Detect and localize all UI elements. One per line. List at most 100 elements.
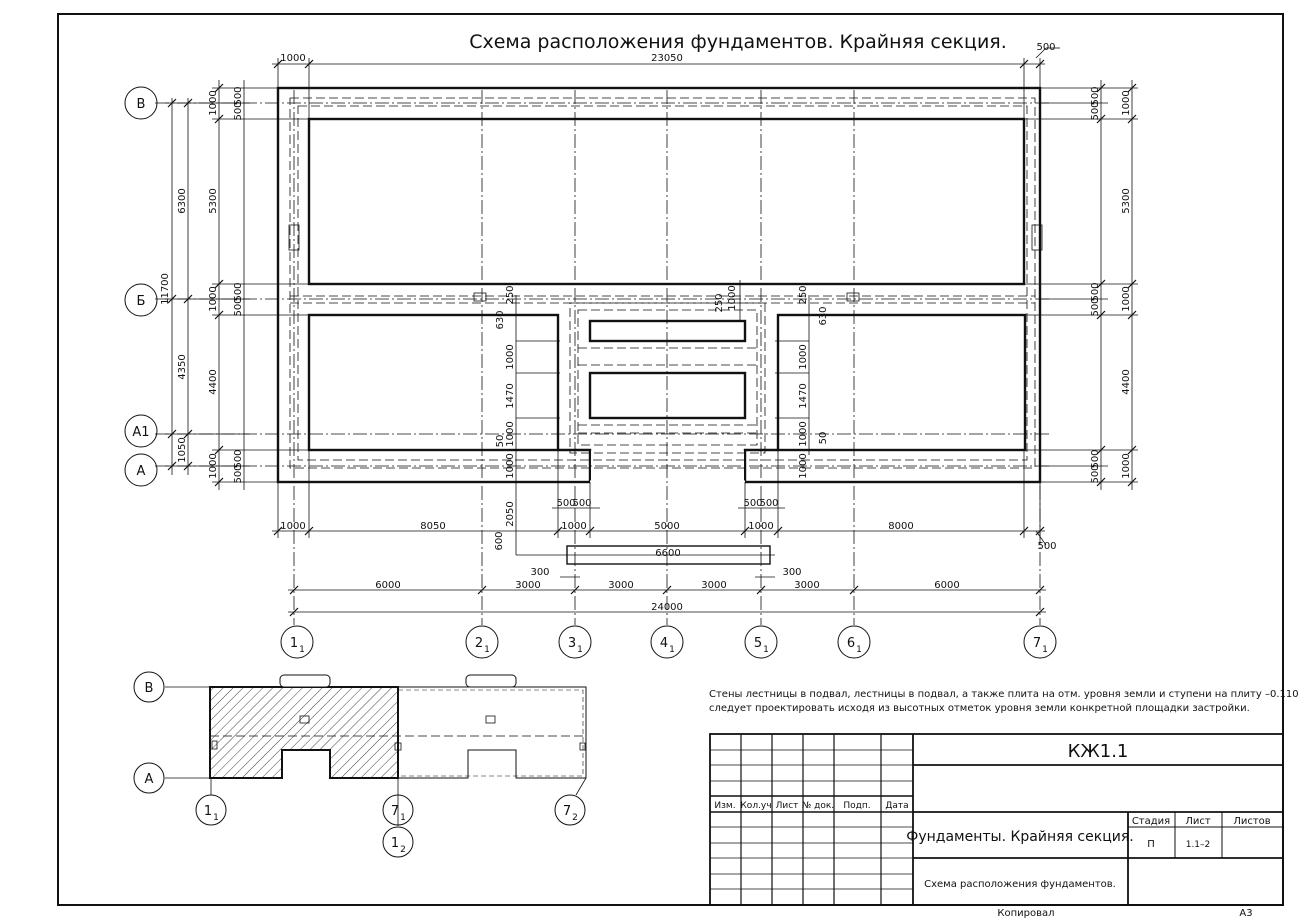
axis-label-b: Б — [137, 294, 146, 309]
key-plan: В А 1 1 7 1 1 2 7 2 — [133, 671, 587, 858]
upper-void — [307, 117, 1026, 286]
svg-text:1000: 1000 — [561, 521, 586, 532]
svg-text:300: 300 — [530, 567, 549, 578]
svg-text:8050: 8050 — [420, 521, 445, 532]
svg-text:1470: 1470 — [798, 383, 809, 408]
note-line-2: следует проектировать исходя из высотных… — [709, 703, 1250, 714]
svg-text:630: 630 — [495, 310, 506, 329]
stair-void-1 — [588, 319, 747, 343]
sheet-frame — [57, 13, 1284, 906]
tb-sheet-title: Схема расположения фундаментов. — [924, 879, 1116, 890]
svg-text:630: 630 — [818, 306, 829, 325]
other-section — [398, 686, 587, 779]
svg-text:8000: 8000 — [888, 521, 913, 532]
svg-text:1: 1 — [400, 813, 406, 823]
svg-text:1000: 1000 — [1121, 90, 1132, 115]
svg-text:4350: 4350 — [177, 354, 188, 379]
svg-text:1050: 1050 — [177, 437, 188, 462]
dimension-ticks — [167, 59, 1137, 617]
tb-stage-label: Стадия — [1132, 816, 1170, 827]
svg-text:1000: 1000 — [798, 453, 809, 478]
tb-sheet-value: 1.1–2 — [1186, 840, 1211, 850]
svg-text:500: 500 — [233, 282, 244, 301]
svg-text:1000: 1000 — [1121, 453, 1132, 478]
tb-header-doc: № док. — [802, 801, 834, 811]
axis-label-6: 6 — [847, 636, 855, 651]
svg-text:50: 50 — [818, 432, 829, 445]
axis-label-a1: А1 — [132, 425, 149, 440]
svg-text:500: 500 — [759, 498, 778, 509]
svg-text:6300: 6300 — [177, 188, 188, 213]
axis-label-a: А — [137, 464, 146, 479]
svg-text:500: 500 — [1090, 449, 1101, 468]
svg-text:500: 500 — [1090, 464, 1101, 483]
svg-text:1: 1 — [1042, 645, 1048, 655]
key-axis-1-1: 1 — [204, 804, 212, 819]
foundation-plan — [155, 86, 1050, 625]
tb-header-kol: Кол.уч — [740, 801, 771, 811]
svg-text:500: 500 — [233, 449, 244, 468]
svg-text:250: 250 — [505, 285, 516, 304]
column-axis-markers: 1 1 2 1 3 1 4 1 5 1 6 1 7 1 — [280, 625, 1057, 659]
highlighted-section — [209, 686, 399, 779]
svg-text:11700: 11700 — [160, 273, 171, 305]
svg-text:3000: 3000 — [515, 580, 540, 591]
svg-text:1000: 1000 — [505, 344, 516, 369]
svg-text:250: 250 — [714, 293, 725, 312]
row-axis-markers: В Б А1 А — [124, 86, 158, 487]
axis-label-1: 1 — [290, 636, 298, 651]
dimension-labels: 1000 23050 500 11700 6300 4350 1050 1000… — [160, 42, 1132, 613]
svg-text:1000: 1000 — [748, 521, 773, 532]
key-axis-a: А — [145, 772, 154, 787]
axis-label-3: 3 — [568, 636, 576, 651]
wall-dashed-inner — [297, 105, 1028, 461]
svg-text:500: 500 — [572, 498, 591, 509]
tb-stage-value: П — [1147, 839, 1155, 850]
svg-text:500: 500 — [1090, 297, 1101, 316]
svg-text:1000: 1000 — [727, 285, 738, 310]
svg-text:6000: 6000 — [934, 580, 959, 591]
axis-label-5: 5 — [754, 636, 762, 651]
notch-right — [743, 448, 778, 482]
svg-text:500: 500 — [1090, 86, 1101, 105]
footer-format: А3 — [1239, 908, 1252, 919]
svg-text:1: 1 — [299, 645, 305, 655]
svg-text:600: 600 — [494, 531, 505, 550]
svg-text:1000: 1000 — [208, 453, 219, 478]
svg-text:2: 2 — [572, 813, 578, 823]
svg-text:500: 500 — [233, 297, 244, 316]
svg-text:1000: 1000 — [280, 53, 305, 64]
svg-text:50: 50 — [495, 435, 506, 448]
svg-text:250: 250 — [798, 285, 809, 304]
note-line-1: Стены лестницы в подвал, лестницы в подв… — [709, 689, 1299, 700]
svg-text:1: 1 — [763, 645, 769, 655]
tb-header-izm: Изм. — [714, 801, 735, 811]
key-axis-7-1: 7 — [391, 804, 399, 819]
svg-text:500: 500 — [1090, 282, 1101, 301]
svg-text:1: 1 — [213, 813, 219, 823]
svg-text:6600: 6600 — [655, 548, 680, 559]
key-axis-7-2: 7 — [563, 804, 571, 819]
footer-copied: Копировал — [997, 908, 1054, 919]
svg-text:1000: 1000 — [798, 421, 809, 446]
tb-header-list: Лист — [776, 801, 799, 811]
svg-text:500: 500 — [233, 86, 244, 105]
svg-text:1: 1 — [856, 645, 862, 655]
tb-project-name: Фундаменты. Крайняя секция. — [906, 829, 1133, 845]
dimension-lines — [165, 47, 1138, 613]
svg-text:1000: 1000 — [505, 453, 516, 478]
lower-right-void — [776, 313, 1027, 452]
svg-text:500: 500 — [1036, 42, 1055, 53]
lower-left-void — [307, 313, 560, 452]
tb-document-code: КЖ1.1 — [1068, 741, 1129, 762]
svg-text:3000: 3000 — [701, 580, 726, 591]
axis-label-2: 2 — [475, 636, 483, 651]
svg-text:300: 300 — [782, 567, 801, 578]
svg-text:23050: 23050 — [651, 53, 683, 64]
tb-sheets-label: Листов — [1233, 816, 1270, 827]
wall-dashed-outer — [289, 97, 1036, 469]
svg-text:1: 1 — [484, 645, 490, 655]
svg-text:3000: 3000 — [794, 580, 819, 591]
tb-header-podp: Подп. — [843, 801, 870, 811]
stair-void-2 — [588, 371, 747, 420]
